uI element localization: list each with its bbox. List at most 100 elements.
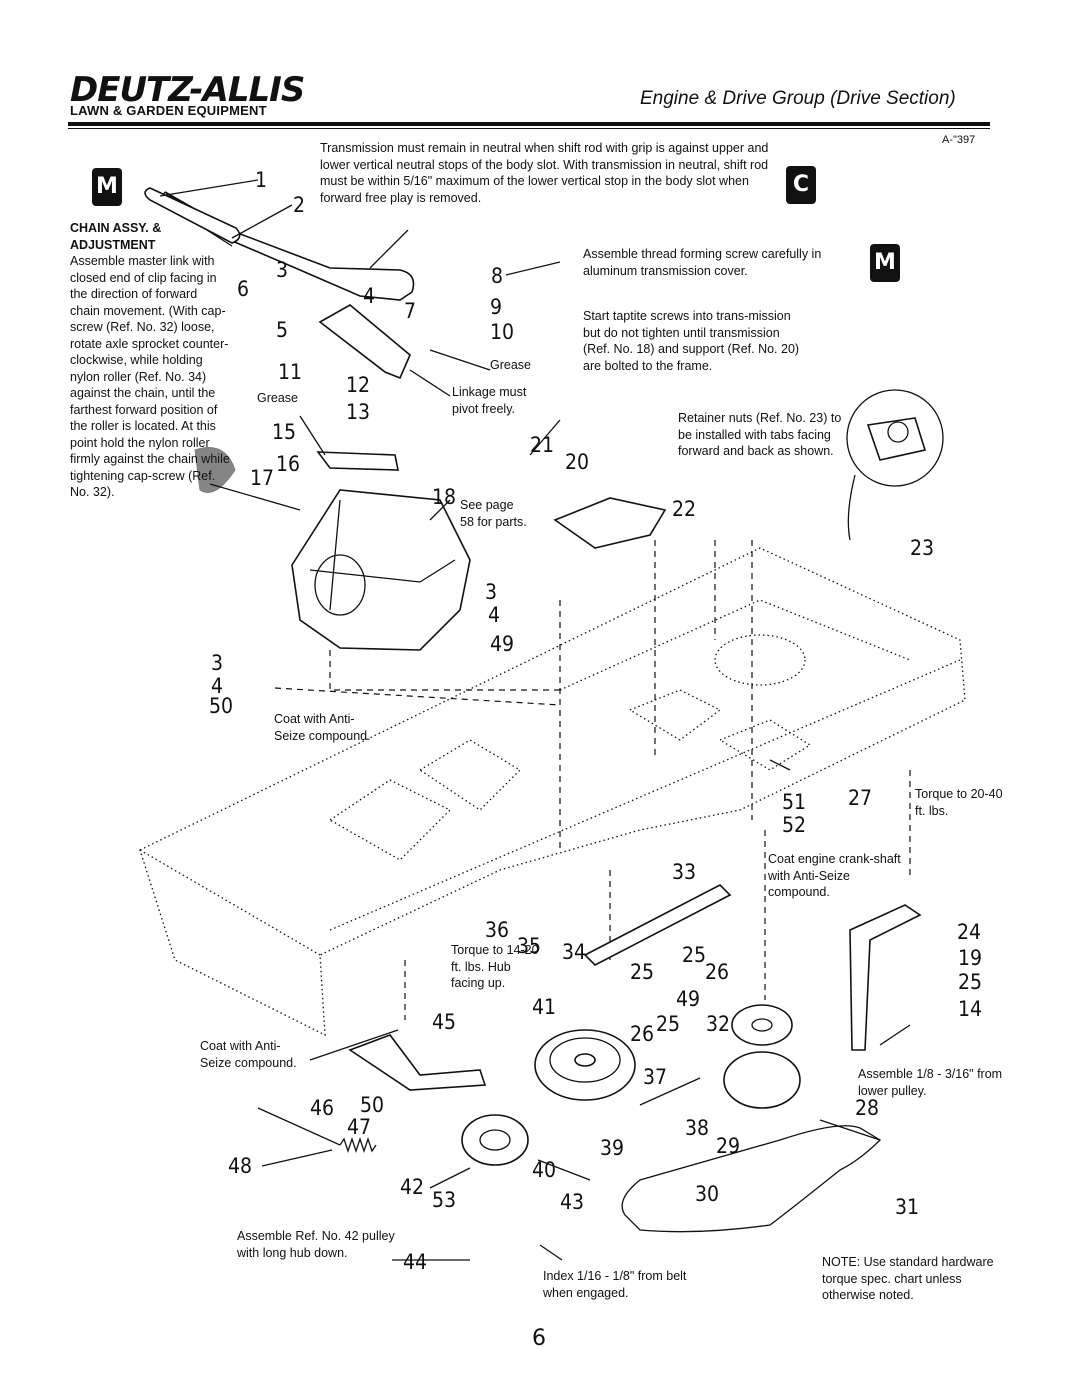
header-rule-thin xyxy=(68,128,990,129)
callout-3: 3 xyxy=(276,258,289,282)
callout-36: 36 xyxy=(485,918,510,942)
retainer-detail-circle xyxy=(846,389,944,487)
linkage-note: Linkage must pivot freely. xyxy=(452,385,527,416)
m-badge-right: M xyxy=(870,244,900,282)
callout-3c: 3 xyxy=(211,651,224,675)
callout-30: 30 xyxy=(695,1182,720,1206)
callout-26b: 26 xyxy=(630,1022,655,1046)
section-title: Engine & Drive Group (Drive Section) xyxy=(640,88,956,109)
callout-4c: 4 xyxy=(211,674,224,698)
callout-8: 8 xyxy=(491,264,504,288)
taptite-note: Start taptite screws into trans-mission … xyxy=(583,309,800,373)
callout-41: 41 xyxy=(532,995,557,1019)
chain-adjust-note: Assemble master link with closed end of … xyxy=(70,254,230,499)
callout-52: 52 xyxy=(782,813,807,837)
lever xyxy=(316,451,399,471)
standard-hardware-note: NOTE: Use standard hardware torque spec.… xyxy=(822,1255,994,1302)
assemble-gap-note: Assemble 1/8 - 3/16" from lower pulley. xyxy=(858,1067,1003,1098)
callout-49: 49 xyxy=(490,632,515,656)
diagram-code: A-"397 xyxy=(942,134,976,146)
v-belt xyxy=(621,1125,882,1233)
callout-20: 20 xyxy=(565,450,590,474)
callout-4b: 4 xyxy=(488,603,501,627)
chain-bracket xyxy=(583,884,732,966)
callout-1: 1 xyxy=(255,168,268,192)
m-badge-left: M xyxy=(92,168,122,206)
callout-25c: 25 xyxy=(656,1012,681,1036)
pulley-42 xyxy=(461,1114,529,1166)
callout-51: 51 xyxy=(782,790,807,814)
transmission-body xyxy=(291,489,471,651)
callout-53: 53 xyxy=(432,1188,457,1212)
drive-chain xyxy=(194,447,236,493)
callout-40: 40 xyxy=(532,1158,557,1182)
callout-29: 29 xyxy=(716,1134,741,1158)
linkage-arm xyxy=(318,304,411,380)
callout-10: 10 xyxy=(490,320,515,344)
callout-26a: 26 xyxy=(705,960,730,984)
callout-19: 19 xyxy=(958,946,983,970)
callout-44: 44 xyxy=(403,1250,428,1274)
transmission-support xyxy=(553,497,667,549)
see-page-note: See page 58 for parts. xyxy=(460,498,527,529)
callout-18: 18 xyxy=(432,485,457,509)
callout-17: 17 xyxy=(250,466,275,490)
anti-seize-note-1: Coat with Anti-Seize compound. xyxy=(274,712,371,743)
torque-35-note: Torque to 14-20 ft. lbs. Hub facing up. xyxy=(451,943,539,990)
retainer-nut-note: Retainer nuts (Ref. No. 23) to be instal… xyxy=(678,411,842,458)
brand-subtitle: LAWN & GARDEN EQUIPMENT xyxy=(70,103,267,118)
callout-43: 43 xyxy=(560,1190,585,1214)
callout-4: 4 xyxy=(363,284,376,308)
idler-bracket xyxy=(849,904,922,1051)
callout-7: 7 xyxy=(404,299,417,323)
torque-27-note: Torque to 20-40 ft. lbs. xyxy=(915,787,1003,818)
header-rule xyxy=(68,122,990,126)
callout-11: 11 xyxy=(278,360,303,384)
grease-label-1: Grease xyxy=(490,358,531,372)
callout-39: 39 xyxy=(600,1136,625,1160)
page-number: 6 xyxy=(532,1326,546,1351)
index-note: Index 1/16 - 1/8" from belt when engaged… xyxy=(543,1269,687,1300)
callout-2: 2 xyxy=(293,193,306,217)
callout-23: 23 xyxy=(910,536,935,560)
callout-42: 42 xyxy=(400,1175,425,1199)
callout-16: 16 xyxy=(276,452,301,476)
chain-adjust-title: CHAIN ASSY. & ADJUSTMENT xyxy=(70,221,162,252)
callout-38: 38 xyxy=(685,1116,710,1140)
callout-21: 21 xyxy=(530,433,555,457)
pulley-28-lower xyxy=(723,1051,801,1109)
callout-6: 6 xyxy=(237,277,250,301)
assemble-42-note: Assemble Ref. No. 42 pulley with long hu… xyxy=(237,1229,395,1260)
callout-50: 50 xyxy=(209,694,234,718)
callout-15: 15 xyxy=(272,420,297,444)
callout-14: 14 xyxy=(958,997,983,1021)
tractor-frame xyxy=(139,547,966,1037)
callout-25b: 25 xyxy=(630,960,655,984)
callout-48: 48 xyxy=(228,1154,253,1178)
callout-33: 33 xyxy=(672,860,697,884)
callout-34: 34 xyxy=(562,940,587,964)
callout-49b: 49 xyxy=(676,987,701,1011)
callout-24: 24 xyxy=(957,920,982,944)
callout-31: 31 xyxy=(895,1195,920,1219)
spring xyxy=(339,1136,377,1154)
idler-arm xyxy=(348,1034,487,1091)
callout-9: 9 xyxy=(490,295,503,319)
pulley-28-upper xyxy=(731,1004,793,1046)
callout-3b: 3 xyxy=(485,580,498,604)
spring-rod xyxy=(257,1107,341,1146)
callout-22: 22 xyxy=(672,497,697,521)
anti-seize-note-2: Coat with Anti-Seize compound. xyxy=(200,1039,297,1070)
crankshaft-note: Coat engine crank-shaft with Anti-Seize … xyxy=(768,852,901,899)
grease-label-2: Grease xyxy=(257,391,298,405)
transmission-neutral-note: Transmission must remain in neutral when… xyxy=(320,141,769,205)
callout-25a: 25 xyxy=(682,943,707,967)
callout-12: 12 xyxy=(346,373,371,397)
callout-45: 45 xyxy=(432,1010,457,1034)
callout-35: 35 xyxy=(517,934,542,958)
c-badge: C xyxy=(786,166,816,204)
callout-25d: 25 xyxy=(958,970,983,994)
shift-rod xyxy=(164,191,415,301)
callout-47: 47 xyxy=(347,1115,372,1139)
